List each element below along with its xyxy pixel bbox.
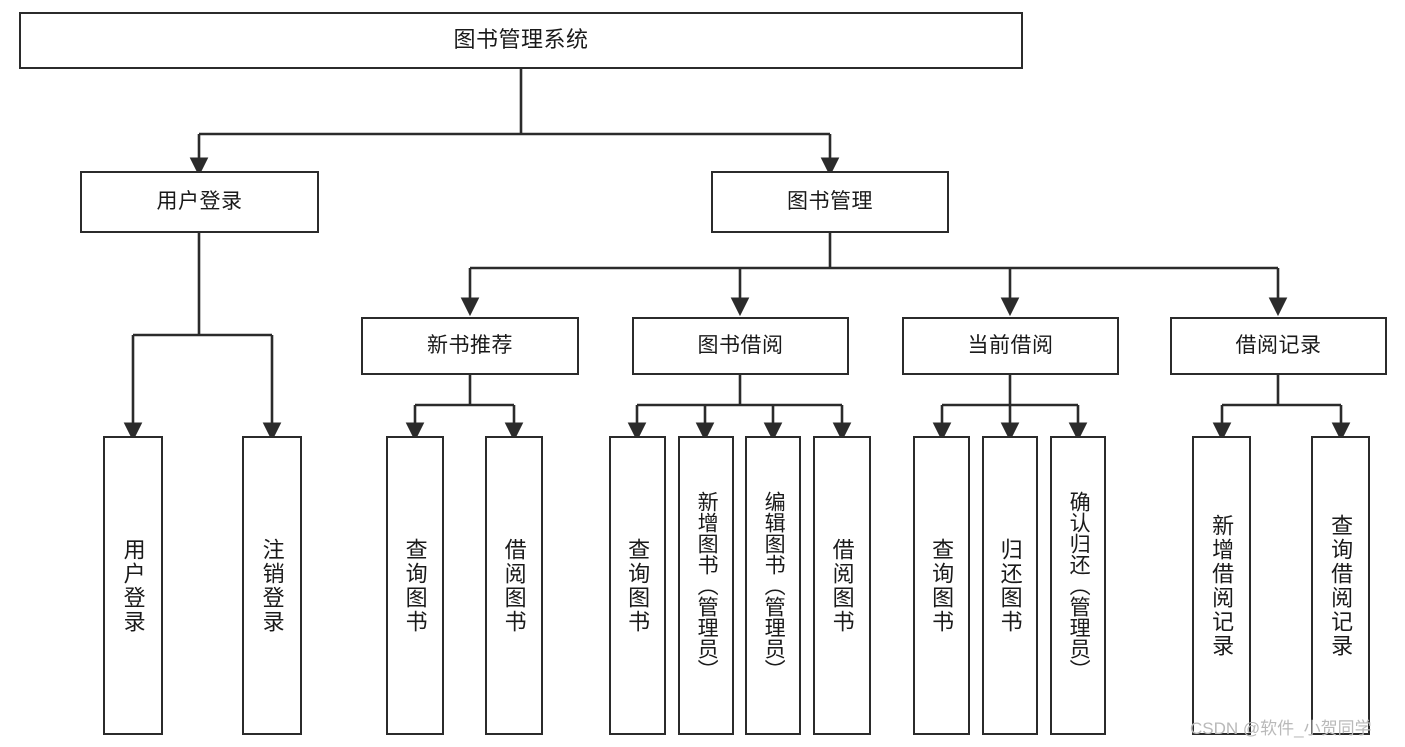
node-label: 用户登录 bbox=[120, 537, 146, 634]
node-label: 查询图书 bbox=[625, 537, 651, 634]
node-label: 新书推荐 bbox=[427, 334, 513, 358]
node-label: 新增图书（管理员） bbox=[695, 491, 719, 680]
node-label: 图书管理系统 bbox=[453, 27, 589, 53]
node-borrow-records[interactable]: 借阅记录 bbox=[1170, 317, 1387, 375]
node-label: 查询图书 bbox=[402, 537, 428, 634]
node-label: 归还图书 bbox=[997, 537, 1023, 634]
node-root-system[interactable]: 图书管理系统 bbox=[19, 12, 1023, 69]
node-label: 确认归还（管理员） bbox=[1067, 491, 1091, 680]
node-label: 查询图书 bbox=[929, 537, 955, 634]
leaf-user-login[interactable]: 用户登录 bbox=[103, 436, 163, 735]
leaf-add-borrow-record[interactable]: 新增借阅记录 bbox=[1192, 436, 1251, 735]
node-label: 用户登录 bbox=[156, 190, 243, 214]
leaf-add-book-admin[interactable]: 新增图书（管理员） bbox=[678, 436, 734, 735]
node-current-borrow[interactable]: 当前借阅 bbox=[902, 317, 1119, 375]
leaf-confirm-return-admin[interactable]: 确认归还（管理员） bbox=[1050, 436, 1106, 735]
leaf-edit-book-admin[interactable]: 编辑图书（管理员） bbox=[745, 436, 801, 735]
leaf-query-book-borrow[interactable]: 查询图书 bbox=[609, 436, 666, 735]
leaf-borrow-book[interactable]: 借阅图书 bbox=[813, 436, 871, 735]
leaf-query-book-current[interactable]: 查询图书 bbox=[913, 436, 970, 735]
node-new-book-recommend[interactable]: 新书推荐 bbox=[361, 317, 579, 375]
node-label: 借阅图书 bbox=[829, 537, 855, 634]
node-label: 注销登录 bbox=[259, 537, 285, 634]
node-label: 查询借阅记录 bbox=[1328, 513, 1354, 658]
leaf-borrow-book-recommend[interactable]: 借阅图书 bbox=[485, 436, 543, 735]
leaf-query-book-recommend[interactable]: 查询图书 bbox=[386, 436, 444, 735]
node-label: 当前借阅 bbox=[967, 334, 1054, 358]
node-book-management[interactable]: 图书管理 bbox=[711, 171, 949, 233]
leaf-user-logout[interactable]: 注销登录 bbox=[242, 436, 302, 735]
node-label: 新增借阅记录 bbox=[1209, 513, 1235, 658]
leaf-return-book[interactable]: 归还图书 bbox=[982, 436, 1038, 735]
watermark: CSDN @软件_小贺同学 bbox=[1190, 719, 1372, 738]
node-label: 编辑图书（管理员） bbox=[762, 491, 786, 680]
node-label: 图书管理 bbox=[787, 190, 873, 214]
node-label: 图书借阅 bbox=[697, 334, 784, 358]
node-book-borrow[interactable]: 图书借阅 bbox=[632, 317, 849, 375]
node-label: 借阅图书 bbox=[501, 537, 527, 634]
node-label: 借阅记录 bbox=[1235, 334, 1322, 358]
node-user-login[interactable]: 用户登录 bbox=[80, 171, 319, 233]
leaf-query-borrow-record[interactable]: 查询借阅记录 bbox=[1311, 436, 1370, 735]
